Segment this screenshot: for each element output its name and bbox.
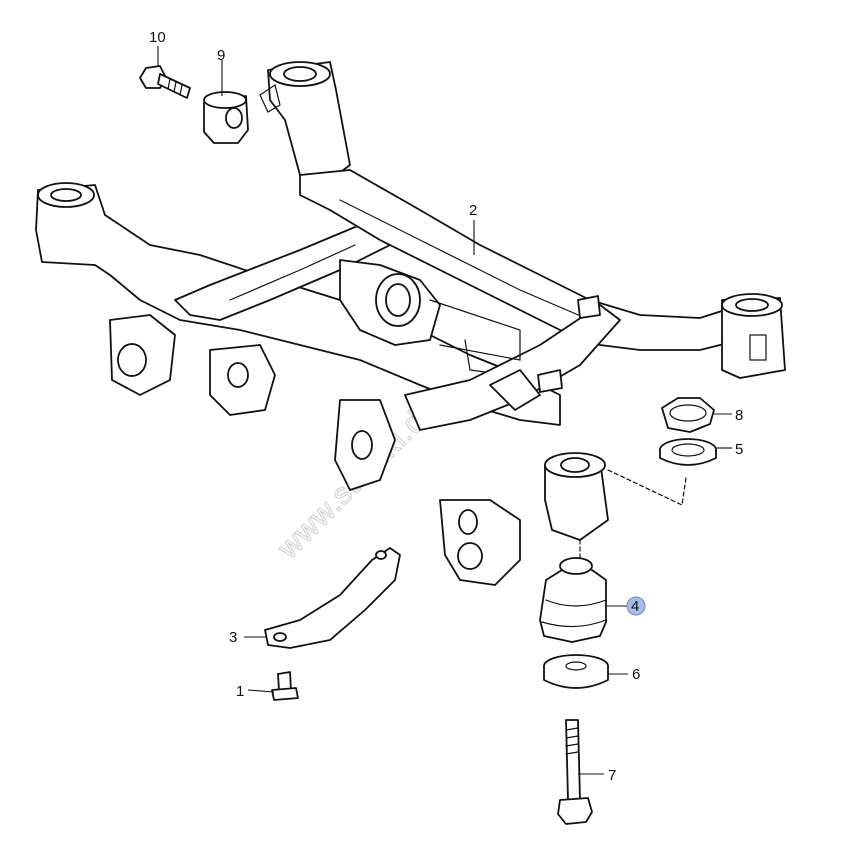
callout-7: 7 xyxy=(608,767,616,784)
washer-6 xyxy=(543,654,609,689)
stopper-8 xyxy=(661,397,715,433)
bushing-9 xyxy=(203,91,249,144)
callout-4: 4 xyxy=(631,598,639,615)
bolt-7 xyxy=(557,719,593,825)
callout-5: 5 xyxy=(735,441,743,458)
mount-bushing-4 xyxy=(539,557,607,643)
callout-9: 9 xyxy=(217,47,225,64)
callout-8: 8 xyxy=(735,407,743,424)
callout-4-highlight xyxy=(626,596,646,616)
washer-5 xyxy=(659,438,717,466)
callout-1: 1 xyxy=(236,683,244,700)
callout-6: 6 xyxy=(632,666,640,683)
callout-3: 3 xyxy=(229,629,237,646)
callout-10: 10 xyxy=(149,29,166,46)
subframe xyxy=(35,61,786,586)
callout-2: 2 xyxy=(469,202,477,219)
bolt-1 xyxy=(271,671,299,701)
arm-3 xyxy=(264,547,401,649)
leader-1 xyxy=(247,689,275,693)
bolt-10 xyxy=(139,65,191,99)
